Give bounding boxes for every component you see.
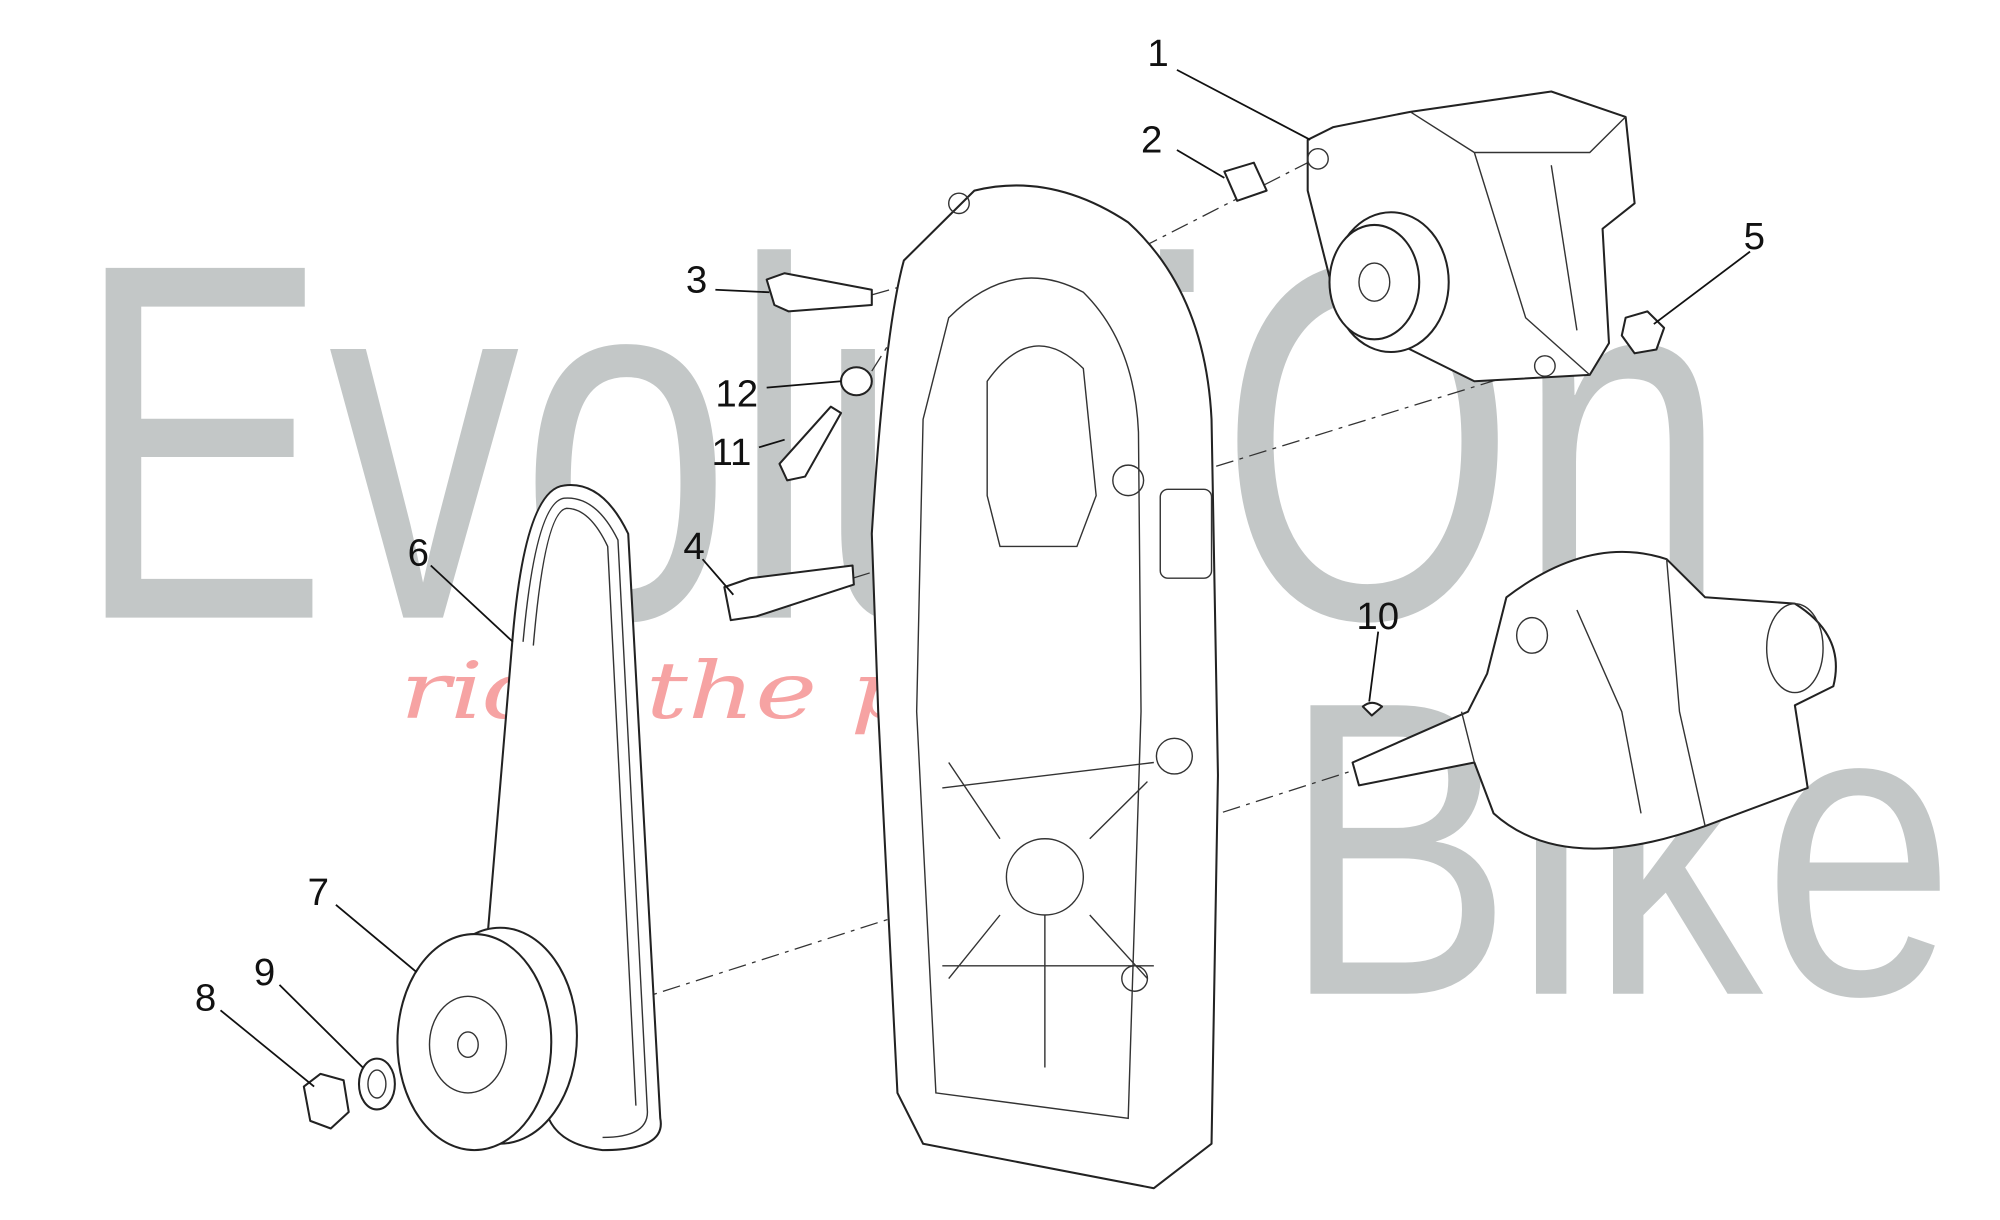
timing-cover bbox=[870, 184, 1219, 1190]
callout-9: 9 bbox=[254, 951, 275, 994]
callouts: 1 2 3 4 5 6 7 8 9 10 11 12 bbox=[195, 32, 1765, 1088]
callout-4: 4 bbox=[683, 525, 704, 568]
callout-5: 5 bbox=[1744, 215, 1765, 258]
callout-12: 12 bbox=[715, 373, 758, 416]
nut-5 bbox=[1620, 310, 1666, 355]
callout-3: 3 bbox=[686, 258, 707, 301]
screw-3 bbox=[765, 272, 873, 313]
spacer-2 bbox=[1223, 161, 1268, 202]
screw-11 bbox=[778, 405, 843, 482]
callout-8: 8 bbox=[195, 976, 216, 1019]
washer-9 bbox=[357, 1057, 396, 1111]
callout-7: 7 bbox=[308, 871, 329, 914]
callout-6: 6 bbox=[408, 532, 429, 575]
bushing-12 bbox=[840, 366, 873, 397]
callout-2: 2 bbox=[1141, 119, 1162, 162]
key-10 bbox=[1361, 701, 1384, 717]
callout-10: 10 bbox=[1356, 595, 1399, 638]
crankshaft bbox=[1351, 550, 1837, 850]
alternator bbox=[1306, 90, 1636, 383]
alternator-pulley bbox=[1328, 211, 1450, 354]
small-parts bbox=[302, 161, 1666, 1130]
crank-pulley bbox=[396, 926, 578, 1152]
callout-11: 11 bbox=[712, 431, 752, 474]
screw-4 bbox=[723, 564, 855, 622]
nut-8 bbox=[302, 1072, 350, 1130]
callout-1: 1 bbox=[1147, 32, 1168, 75]
